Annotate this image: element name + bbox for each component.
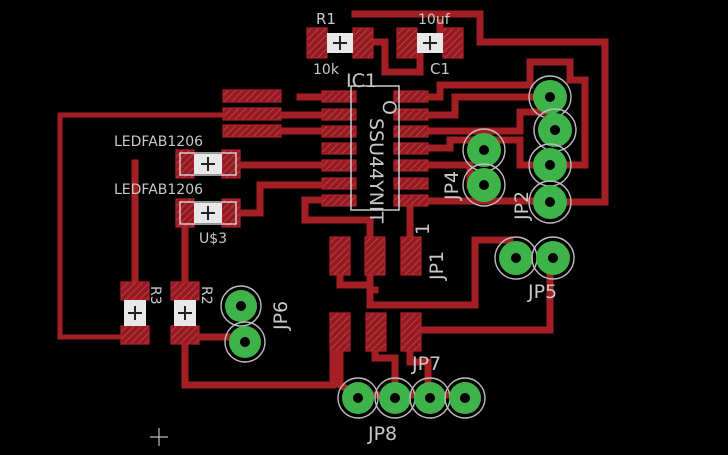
ic1-pin-2 xyxy=(321,108,357,121)
jp7-pad-2 xyxy=(365,312,387,352)
ic1-part-label: SSU44YNIT xyxy=(365,118,387,224)
ic1-pin-14 xyxy=(393,90,429,103)
jp2-pin-3 xyxy=(528,143,572,187)
c1-pad-1 xyxy=(396,27,418,59)
ic1-pin-8 xyxy=(393,194,429,207)
led-bottom-plus-icon xyxy=(201,206,215,220)
jp5-label: JP5 xyxy=(527,281,557,303)
ic1-pin-5 xyxy=(321,159,357,172)
ic1-pin-10 xyxy=(393,159,429,172)
r2-pad-2 xyxy=(170,325,200,345)
led-top-pad-2 xyxy=(221,149,241,179)
r3-plus-icon xyxy=(128,306,142,320)
jp4-label: JP4 xyxy=(441,171,463,201)
led-bottom-pad-2 xyxy=(221,198,241,228)
jp7-label: JP7 xyxy=(411,353,441,375)
r1-pad-2 xyxy=(352,27,374,59)
r1-plus-icon xyxy=(333,36,347,50)
jp1-pin-label: 1 xyxy=(412,223,434,235)
jp6-pin-2 xyxy=(224,321,266,363)
ic1-pin-11 xyxy=(393,142,429,155)
jp8-pin-3 xyxy=(409,377,451,419)
c1-value-label: 10uf xyxy=(418,12,451,28)
jp4-pin-1 xyxy=(462,128,506,172)
r3-label: R3 xyxy=(147,286,163,305)
trace-mid-down xyxy=(336,236,514,309)
ic1-pin-9 xyxy=(393,177,429,190)
jp8-label: JP8 xyxy=(367,423,397,445)
ic1-pin-13 xyxy=(393,108,429,121)
r2-pad-1 xyxy=(170,281,200,301)
ic1-marker: O xyxy=(378,100,400,115)
jp1-label: JP1 xyxy=(426,251,448,281)
r2-plus-icon xyxy=(178,306,192,320)
trace-ic-r1 xyxy=(396,58,589,169)
r1-pad-1 xyxy=(306,27,328,59)
left-header-pad-3 xyxy=(222,124,282,138)
ic1-outline xyxy=(350,85,400,211)
ic1-pin-3 xyxy=(321,125,357,138)
trace-led-bottom xyxy=(226,181,344,217)
jp6-pin-1 xyxy=(220,285,262,327)
trace-jp5 xyxy=(406,251,554,334)
origin-cross-icon xyxy=(150,428,168,446)
trace-r2-jp8 xyxy=(181,333,337,389)
c1-label: C1 xyxy=(430,60,450,78)
jp7-pad-3 xyxy=(400,312,422,352)
trace-ic-r3 xyxy=(396,108,549,135)
silkscreen xyxy=(128,36,437,446)
jp8-pin-4 xyxy=(444,377,486,419)
r2-label: R2 xyxy=(198,286,214,305)
jp6-label: JP6 xyxy=(270,301,292,331)
left-header-pad-1 xyxy=(222,89,282,103)
mid-pad-2 xyxy=(364,236,386,276)
jp5-pin-2 xyxy=(531,236,575,280)
through-hole-pads xyxy=(220,75,577,419)
r3-pad-1 xyxy=(120,281,150,301)
ic1-pin-1 xyxy=(321,90,357,103)
led-top-plus-icon xyxy=(201,157,215,171)
jp1-pad xyxy=(400,236,422,276)
led-top-outline xyxy=(179,152,237,176)
r1-label: R1 xyxy=(316,10,336,28)
jp8-pin-2 xyxy=(374,377,416,419)
led-top-label: LEDFAB1206 xyxy=(114,134,203,150)
jp4-pin-2 xyxy=(462,163,506,207)
c1-pad-2 xyxy=(442,27,464,59)
us3-label: U$3 xyxy=(199,231,227,247)
led-bottom-pad-1 xyxy=(175,198,195,228)
component-labels: R1 10k 10uf C1 IC1 O SSU44YNIT LEDFAB120… xyxy=(114,10,557,445)
ic1-pin-6 xyxy=(321,177,357,190)
r1-value-label: 10k xyxy=(313,62,340,78)
copper-traces xyxy=(57,10,609,400)
led-bottom-label: LEDFAB1206 xyxy=(114,182,203,198)
ic1-pin-4 xyxy=(321,142,357,155)
mid-pad-1 xyxy=(329,236,351,276)
left-header-pad-2 xyxy=(222,107,282,121)
jp2-label: JP2 xyxy=(511,191,533,221)
ic1-label: IC1 xyxy=(346,70,377,92)
led-bottom-outline xyxy=(179,201,237,225)
c1-plus-icon xyxy=(423,36,437,50)
jp2-pin-4 xyxy=(528,180,572,224)
trace-left-loop xyxy=(57,112,230,340)
jp8-pin-1 xyxy=(337,377,379,419)
ic1-pin-7 xyxy=(321,194,357,207)
trace-top-right xyxy=(351,10,609,206)
led-top-pad-1 xyxy=(175,149,195,179)
jp7-pad-1 xyxy=(329,312,351,352)
ic1-pin-12 xyxy=(393,125,429,138)
jp5-pin-1 xyxy=(494,236,538,280)
r3-pad-2 xyxy=(120,325,150,345)
